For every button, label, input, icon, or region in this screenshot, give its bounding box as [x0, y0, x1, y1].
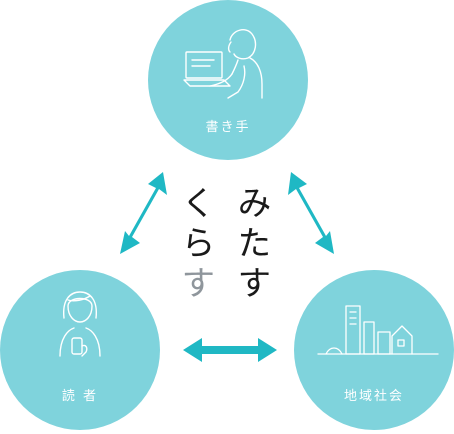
writer-circle [148, 0, 308, 160]
node-community: 地域社会 [294, 270, 454, 430]
reader-label: 読 者 [62, 388, 98, 404]
center-char: す [231, 265, 271, 305]
community-buildings-icon [317, 305, 439, 355]
center-char: た [231, 225, 271, 265]
arrow-writer-community [288, 172, 334, 254]
arrow-writer-reader [120, 172, 167, 254]
reader-phone-icon [59, 291, 101, 357]
reader-circle [0, 270, 160, 430]
arrow-reader-community [183, 338, 277, 362]
writer-laptop-icon [183, 29, 263, 99]
center-text-right-column: みたす [231, 185, 271, 305]
center-char: ら [175, 225, 215, 265]
community-label: 地域社会 [344, 388, 404, 404]
center-char: く [175, 185, 215, 225]
center-text-left-column: くらす [175, 185, 215, 305]
center-char-gray: す [175, 265, 215, 305]
center-char: み [231, 185, 271, 225]
writer-label: 書き手 [205, 120, 250, 135]
node-reader: 読 者 [0, 270, 160, 430]
node-writer: 書き手 [148, 0, 308, 160]
